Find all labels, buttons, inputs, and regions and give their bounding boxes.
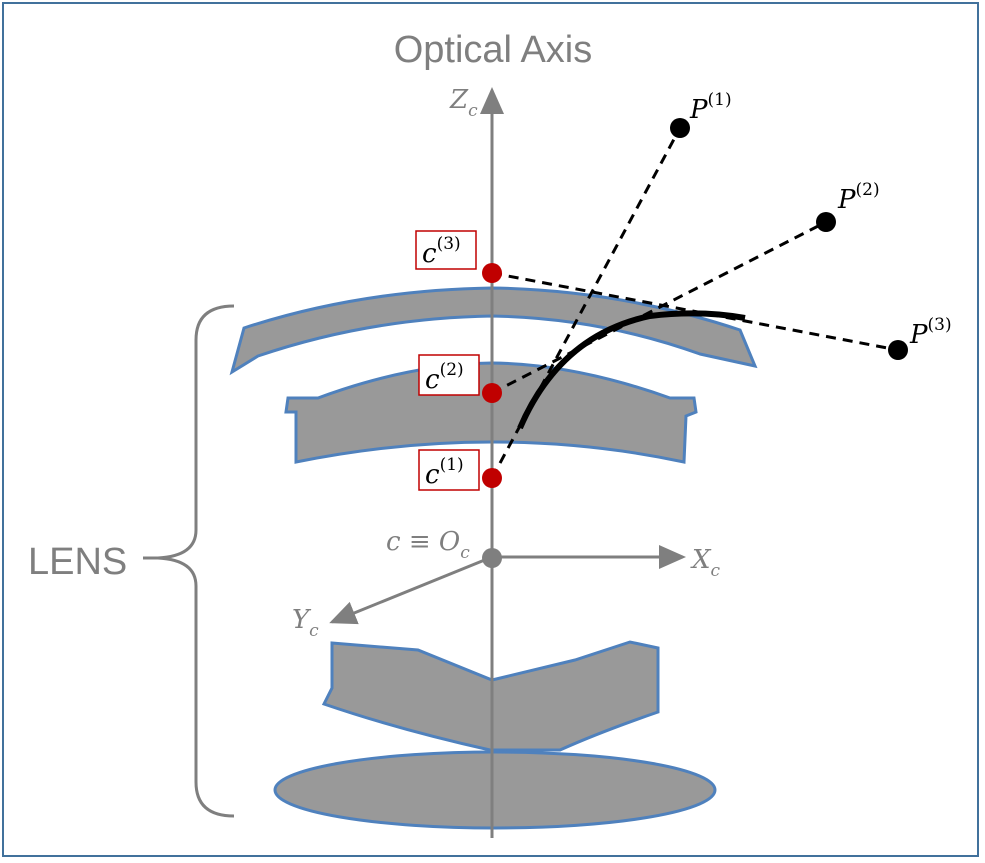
lens-element-4 (273, 750, 717, 830)
z-axis-label: Zc (449, 85, 478, 121)
point-label-2: P(2) (837, 180, 880, 215)
center-point-3 (482, 263, 502, 283)
lens-label: LENS (28, 541, 127, 583)
scene-point-2 (816, 212, 836, 232)
point-label-1: P(1) (689, 90, 732, 125)
ray-c2-p2 (491, 220, 827, 395)
origin-label: c ≡ Oc (386, 527, 470, 563)
diagram-title: Optical Axis (394, 29, 593, 71)
origin-point (482, 548, 502, 568)
center-label-2: c(2) (425, 360, 464, 395)
center-point-2 (482, 383, 502, 403)
center-label-box-2 (418, 354, 480, 396)
center-label-box-3 (415, 230, 477, 270)
ray-c1-p1 (490, 127, 682, 479)
y-axis (329, 555, 493, 625)
point-label-3: P(3) (909, 315, 952, 350)
x-axis-label: Xc (690, 545, 721, 581)
y-axis-label: Yc (292, 605, 319, 641)
center-label-3: c(3) (422, 234, 461, 269)
center-label-box-1 (418, 449, 480, 491)
scene-point-3 (888, 340, 908, 360)
center-point-1 (482, 468, 502, 488)
center-curve (517, 310, 746, 430)
lens-brace (157, 304, 235, 818)
scene-point-1 (670, 118, 690, 138)
center-label-1: c(1) (425, 455, 464, 490)
lens-element-1 (229, 286, 758, 376)
